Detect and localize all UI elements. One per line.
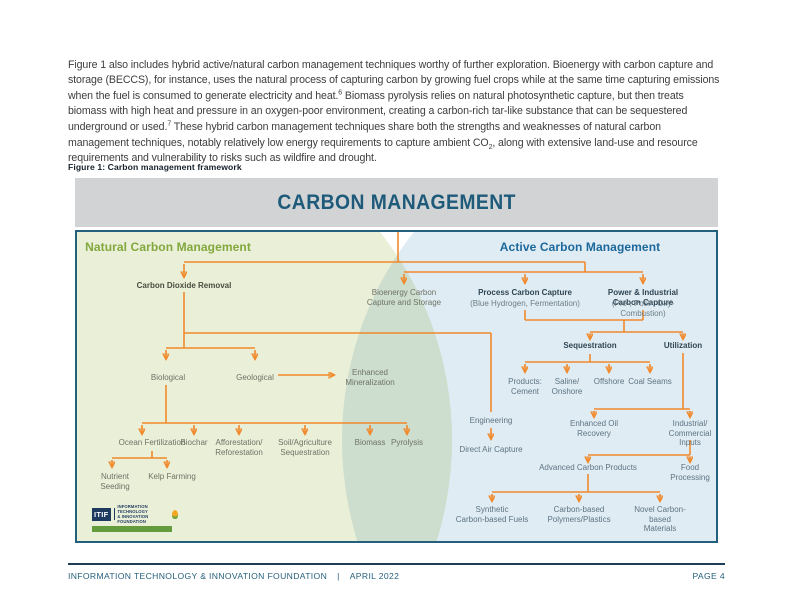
node-products-cement: Products: Cement [508,377,542,396]
itif-logo-name: INFORMATION TECHNOLOGY & INNOVATION FOUN… [117,504,149,524]
node-nutrient-seeding: Nutrient Seeding [100,472,130,491]
node-geological: Geological [236,373,274,382]
footnote-ref-6: 6 [338,89,343,97]
footer-separator: | [337,571,340,581]
node-kelp-farming: Kelp Farming [148,472,196,481]
footer-date: APRIL 2022 [349,571,400,581]
node-saline-onshore: Saline/ Onshore [551,377,583,396]
node-advanced-carbon-products: Advanced Carbon Products [539,463,637,472]
paragraph-text: Figure 1 also includes hybrid active/nat… [68,58,720,102]
footer-page-number: PAGE 4 [692,571,725,581]
natural-branch-label: Natural Carbon Management [85,240,251,254]
itif-logo: ITIF INFORMATION TECHNOLOGY & INNOVATION… [92,504,178,532]
node-industrial-commercial-inputs: Industrial/ Commercial Inputs [668,419,712,448]
node-offshore: Offshore [593,377,625,386]
node-enhanced-oil-recovery: Enhanced Oil Recovery [569,419,619,438]
active-branch-label: Active Carbon Management [499,240,661,254]
node-biological: Biological [150,373,186,382]
itif-logo-abbr: ITIF [92,507,111,521]
node-process-carbon-capture: Process Carbon Capture [478,288,572,297]
node-engineering: Engineering [469,416,513,425]
diagram-title: CARBON MANAGEMENT [277,190,516,214]
node-enhanced-mineralization: Enhanced Mineralization [345,368,395,387]
logo-divider [113,508,115,520]
node-sequestration: Sequestration [563,341,617,350]
node-coal-seams: Coal Seams [628,377,672,386]
node-carbon-dioxide-removal: Carbon Dioxide Removal [136,281,232,290]
node-utilization: Utilization [663,341,703,350]
node-synthetic-carbon-based-fuels: Synthetic Carbon-based Fuels [455,505,529,524]
node-soil-agriculture-sequestration: Soil/Agriculture Sequestration [278,438,332,457]
node-biochar: Biochar [180,438,208,447]
lightbulb-icon [172,509,178,519]
footnote-ref-7: 7 [167,120,172,128]
node-carbon-based-polymers-plastics: Carbon-based Polymers/Plastics [547,505,611,524]
footer-left: INFORMATION TECHNOLOGY & INNOVATION FOUN… [68,571,399,581]
footer-org: INFORMATION TECHNOLOGY & INNOVATION FOUN… [68,571,328,581]
logo-tagline-bar [92,526,172,532]
node-ocean-fertilization: Ocean Fertilization [118,438,186,447]
connector-lines [77,232,716,541]
diagram-header: CARBON MANAGEMENT [75,178,718,227]
node-process-carbon-capture-sub: (Blue Hydrogen, Fermentation) [470,299,580,308]
co2-subscript: 2 [488,143,493,151]
page-footer: INFORMATION TECHNOLOGY & INNOVATION FOUN… [68,571,725,581]
figure-caption: Figure 1: Carbon management framework [68,162,242,172]
node-pyrolysis: Pyrolysis [390,438,424,447]
node-afforestation-reforestation: Afforestation/ Reforestation [215,438,263,457]
node-food-processing: Food Processing [670,463,710,482]
footer-rule [68,563,725,565]
node-direct-air-capture: Direct Air Capture [459,445,523,454]
node-novel-carbon-based-materials: Novel Carbon-based Materials [634,505,686,534]
node-beccs: Bioenergy Carbon Capture and Storage [366,288,442,307]
intro-paragraph: Figure 1 also includes hybrid active/nat… [68,58,720,165]
node-power-industrial-carbon-capture-sub: (Pre-, Post-, Oxy-Combustion) [611,299,675,318]
node-power-industrial-carbon-capture: Power & Industrial Carbon Capture [607,288,679,307]
node-biomass: Biomass [354,438,386,447]
carbon-management-diagram: Natural Carbon Management Active Carbon … [75,230,718,543]
